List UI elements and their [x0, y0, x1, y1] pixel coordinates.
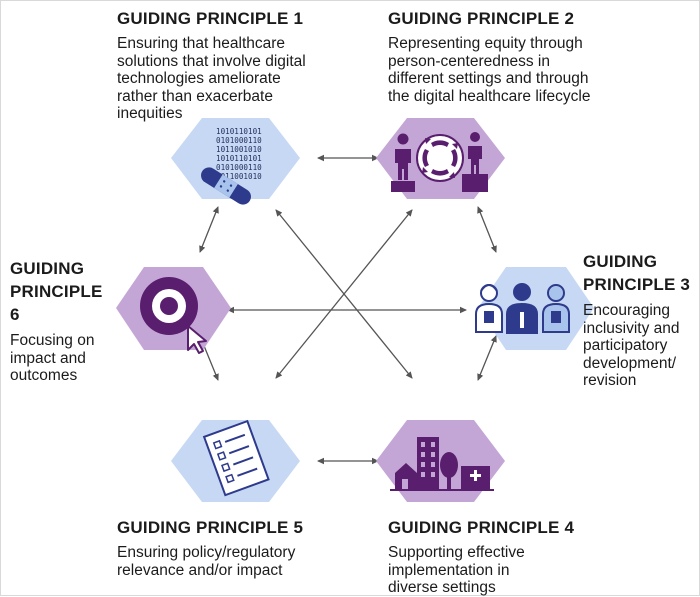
principle-4-description: Supporting effective implementation in d… — [388, 544, 525, 596]
tree-icon — [440, 452, 458, 489]
person-man-icon — [506, 283, 538, 334]
house-icon — [395, 463, 417, 489]
arrow-6-1 — [199, 206, 219, 253]
target-icon — [140, 277, 198, 335]
ground-line — [390, 489, 494, 491]
person-left-icon — [391, 133, 415, 192]
principle-1-title: GUIDING PRINCIPLE 1 — [117, 9, 304, 28]
principle-2-description: Representing equity through person-cente… — [388, 35, 591, 105]
hospital-icon — [461, 466, 490, 489]
building-icon — [417, 437, 439, 489]
principle-6-icon — [116, 267, 231, 354]
principle-1-description: Ensuring that healthcare solutions that … — [117, 35, 306, 122]
binary-line: 0101000110 — [216, 136, 262, 145]
principle-5-title: GUIDING PRINCIPLE 5 — [117, 518, 304, 537]
binary-line: 1010110101 — [216, 154, 262, 163]
arrow-2-5 — [275, 209, 413, 379]
principle-5-description: Ensuring policy/regulatory relevance and… — [117, 544, 296, 579]
arrow-2-3 — [477, 206, 497, 253]
checklist-document-icon — [202, 419, 270, 497]
person-right-icon — [462, 132, 488, 192]
principle-6-block: GUIDING PRINCIPLE 6 Focusing on impact a… — [10, 257, 114, 385]
principle-1-icon: 1010110101 0101000110 1011001010 1010110… — [171, 118, 300, 205]
binary-line: 1011001010 — [216, 145, 262, 154]
person-woman-icon — [475, 284, 503, 333]
principle-6-title: GUIDING PRINCIPLE 6 — [10, 259, 103, 324]
bandage-icon — [201, 167, 251, 205]
principle-3-title: GUIDING PRINCIPLE 3 — [583, 252, 691, 294]
principle-3-description: Encouraging inclusivity and participator… — [583, 302, 680, 389]
principle-5-block: GUIDING PRINCIPLE 5 Ensuring policy/regu… — [117, 518, 357, 579]
principle-2-title: GUIDING PRINCIPLE 2 — [388, 9, 575, 28]
arrow-3-4 — [477, 335, 497, 381]
principle-4-title: GUIDING PRINCIPLE 4 — [388, 518, 575, 537]
binary-code-icon: 1010110101 0101000110 1011001010 1010110… — [216, 127, 262, 181]
binary-line: 1011001010 — [216, 172, 262, 181]
principle-5-icon — [171, 419, 300, 502]
connector-arrows — [199, 154, 497, 465]
principle-1-block: GUIDING PRINCIPLE 1 Ensuring that health… — [117, 9, 357, 123]
person-blue-icon — [542, 284, 570, 333]
principle-6-description: Focusing on impact and outcomes — [10, 332, 95, 384]
binary-line: 0101000110 — [216, 163, 262, 172]
principle-4-block: GUIDING PRINCIPLE 4 Supporting effective… — [388, 518, 648, 597]
cycle-icon — [416, 134, 464, 182]
principle-3-block: GUIDING PRINCIPLE 3 Encouraging inclusiv… — [583, 250, 695, 390]
binary-line: 1010110101 — [216, 127, 262, 136]
principle-3-icon — [475, 267, 594, 350]
cursor-icon — [187, 325, 207, 354]
principle-2-icon — [376, 118, 505, 199]
principle-2-block: GUIDING PRINCIPLE 2 Representing equity … — [388, 9, 648, 105]
principle-4-icon — [376, 420, 505, 502]
